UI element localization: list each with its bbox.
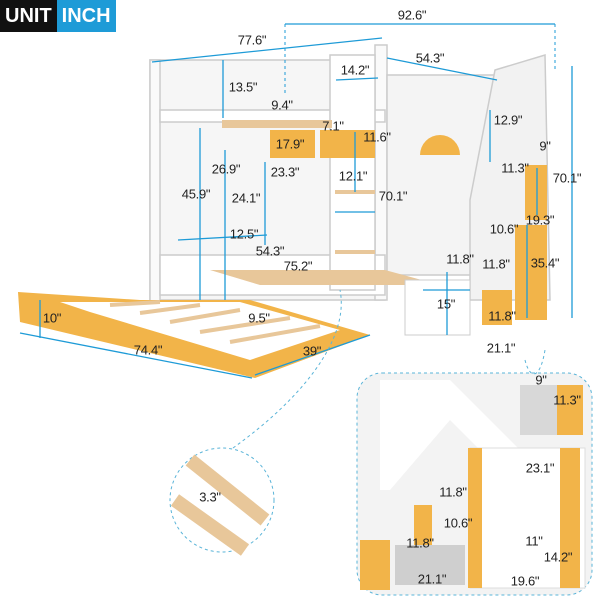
dim-shelf-height: 7.1" — [322, 118, 344, 134]
slat-detail-inset — [169, 447, 275, 553]
dim-slat-width: 3.3" — [199, 489, 221, 505]
dim-inset-small-height: 11.8" — [439, 484, 467, 500]
dim-bottom-width: 54.3" — [255, 243, 285, 259]
dim-inset-top-height: 11.3" — [553, 392, 581, 408]
dim-stair-height: 70.1" — [552, 170, 582, 186]
dim-ladder-top-width: 14.2" — [340, 62, 370, 78]
dim-inset-tall-height: 23.1" — [525, 460, 555, 476]
dim-stair-rail-height: 12.9" — [493, 112, 523, 128]
dim-stair-width: 21.1" — [486, 340, 516, 356]
dim-step-width: 15" — [436, 296, 456, 312]
dim-guardrail-height: 13.5" — [228, 79, 258, 95]
dim-top-width: 54.3" — [415, 50, 445, 66]
dim-trundle-width: 39" — [302, 343, 322, 359]
dim-inset-low-shelf-height: 11" — [525, 533, 543, 549]
dim-trundle-height: 10" — [42, 310, 62, 326]
dim-inset-right-width: 19.6" — [510, 573, 540, 589]
dim-window-width: 24.1" — [231, 190, 261, 206]
dim-shelf-width: 17.9" — [275, 136, 305, 152]
dim-inset-top-width: 9" — [535, 372, 547, 388]
dim-top-cabinet-width: 9" — [539, 138, 551, 154]
dim-lower-panel-height: 12.5" — [229, 226, 259, 242]
dim-shelf-depth: 9.4" — [271, 97, 293, 113]
dim-cabinet-depth: 19.3" — [525, 212, 555, 228]
top-slats — [222, 120, 332, 128]
dim-step-height-b: 11.8" — [482, 256, 510, 272]
dim-trundle-length: 74.4" — [133, 342, 163, 358]
dim-top-cabinet-height: 11.3" — [501, 160, 529, 176]
dim-bed-height: 70.1" — [378, 188, 408, 204]
unit-badge: UNIT INCH — [0, 0, 116, 32]
bottom-slats — [210, 270, 440, 285]
dim-inset-small-width: 10.6" — [443, 515, 473, 531]
dim-ladder-width: 12.1" — [338, 168, 368, 184]
dim-trundle-slat-gap: 9.5" — [248, 310, 270, 326]
dim-top-length: 77.6" — [237, 32, 267, 48]
unit-label: UNIT — [0, 0, 57, 32]
dim-inset-depth: 14.2" — [543, 549, 573, 565]
dim-step-height-a: 11.8" — [446, 251, 474, 267]
dim-drawer-height: 11.8" — [488, 308, 516, 324]
dim-inset-low-height: 11.8" — [406, 535, 434, 551]
dim-step-depth: 10.6" — [489, 221, 519, 237]
dim-under-bunk-height: 45.9" — [181, 186, 211, 202]
dim-ladder-step-gap: 11.6" — [363, 129, 391, 145]
dim-bottom-length: 75.2" — [283, 258, 313, 274]
unit-inch-label: INCH — [56, 0, 116, 32]
dim-overall-length: 92.6" — [397, 7, 427, 23]
dim-inset-left-width: 21.1" — [417, 571, 447, 587]
shelf — [270, 130, 315, 158]
dim-window-height: 23.3" — [270, 164, 300, 180]
dim-cabinet-height: 35.4" — [530, 255, 560, 271]
dim-arch-height: 26.9" — [211, 161, 241, 177]
